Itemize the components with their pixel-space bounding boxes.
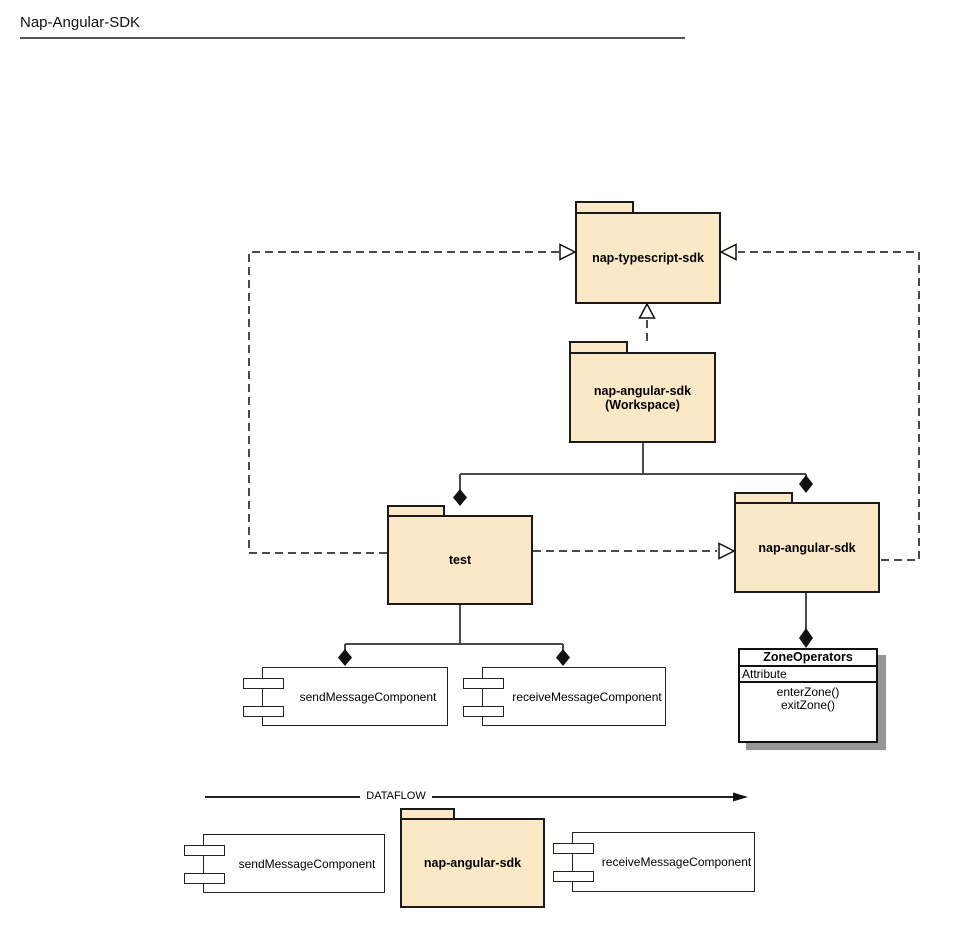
composition-diamond-icon <box>799 628 813 648</box>
class-attribute: Attribute <box>740 667 876 683</box>
component-label: sendMessageComponent <box>238 856 376 871</box>
class-name: ZoneOperators <box>740 650 876 667</box>
component-label: receiveMessageComponent <box>512 689 662 704</box>
title-underline <box>20 37 685 39</box>
component-send-message: sendMessageComponent <box>243 667 448 726</box>
component-port-icon <box>463 706 504 717</box>
composition-diamond-icon <box>338 649 352 666</box>
component-label: receiveMessageComponent <box>601 855 752 869</box>
class-method: exitZone() <box>780 698 836 712</box>
realization-arrowhead-right-icon <box>718 542 736 560</box>
component-send-message-flow: sendMessageComponent <box>184 834 385 893</box>
dataflow-label: DATAFLOW <box>366 790 426 802</box>
package-label: nap-angular-sdk <box>593 383 692 398</box>
package-label: nap-typescript-sdk <box>592 251 704 265</box>
component-port-icon <box>184 845 225 856</box>
class-methods: enterZone() exitZone() <box>740 683 876 712</box>
class-zoneoperators: ZoneOperators Attribute enterZone() exit… <box>738 648 878 743</box>
component-port-icon <box>463 678 504 689</box>
page-title: Nap-Angular-SDK <box>20 14 141 31</box>
composition-angular-zoneoperators <box>799 593 813 648</box>
component-port-icon <box>243 706 284 717</box>
composition-diamond-icon <box>453 489 467 506</box>
composition-diamond-icon <box>799 475 813 493</box>
component-receive-message-flow: receiveMessageComponent <box>553 832 755 892</box>
dependency-angular-to-typescript <box>719 243 920 561</box>
realization-arrowhead-right-icon <box>559 243 577 261</box>
component-label: sendMessageComponent <box>299 689 437 704</box>
package-label: test <box>448 553 472 567</box>
package-sublabel: (Workspace) <box>605 397 680 412</box>
package-label: nap-angular-sdk <box>423 856 522 870</box>
component-receive-message: receiveMessageComponent <box>463 667 666 726</box>
dataflow-arrow <box>205 792 748 802</box>
component-port-icon <box>243 678 284 689</box>
dependency-test-to-angular <box>533 542 736 560</box>
composition-diamond-icon <box>556 649 570 666</box>
component-port-icon <box>553 843 594 854</box>
realization-arrowhead-up-icon <box>638 302 656 319</box>
component-port-icon <box>553 871 594 882</box>
arrowhead-right-icon <box>733 792 748 802</box>
dependency-workspace-to-typescript <box>638 302 656 341</box>
composition-test-children <box>338 605 570 666</box>
dependency-test-to-typescript <box>248 243 577 554</box>
component-port-icon <box>184 873 225 884</box>
class-method: enterZone() <box>776 685 840 699</box>
package-label: nap-angular-sdk <box>758 540 856 555</box>
realization-arrowhead-left-icon <box>719 243 737 261</box>
composition-workspace-children <box>453 442 813 506</box>
